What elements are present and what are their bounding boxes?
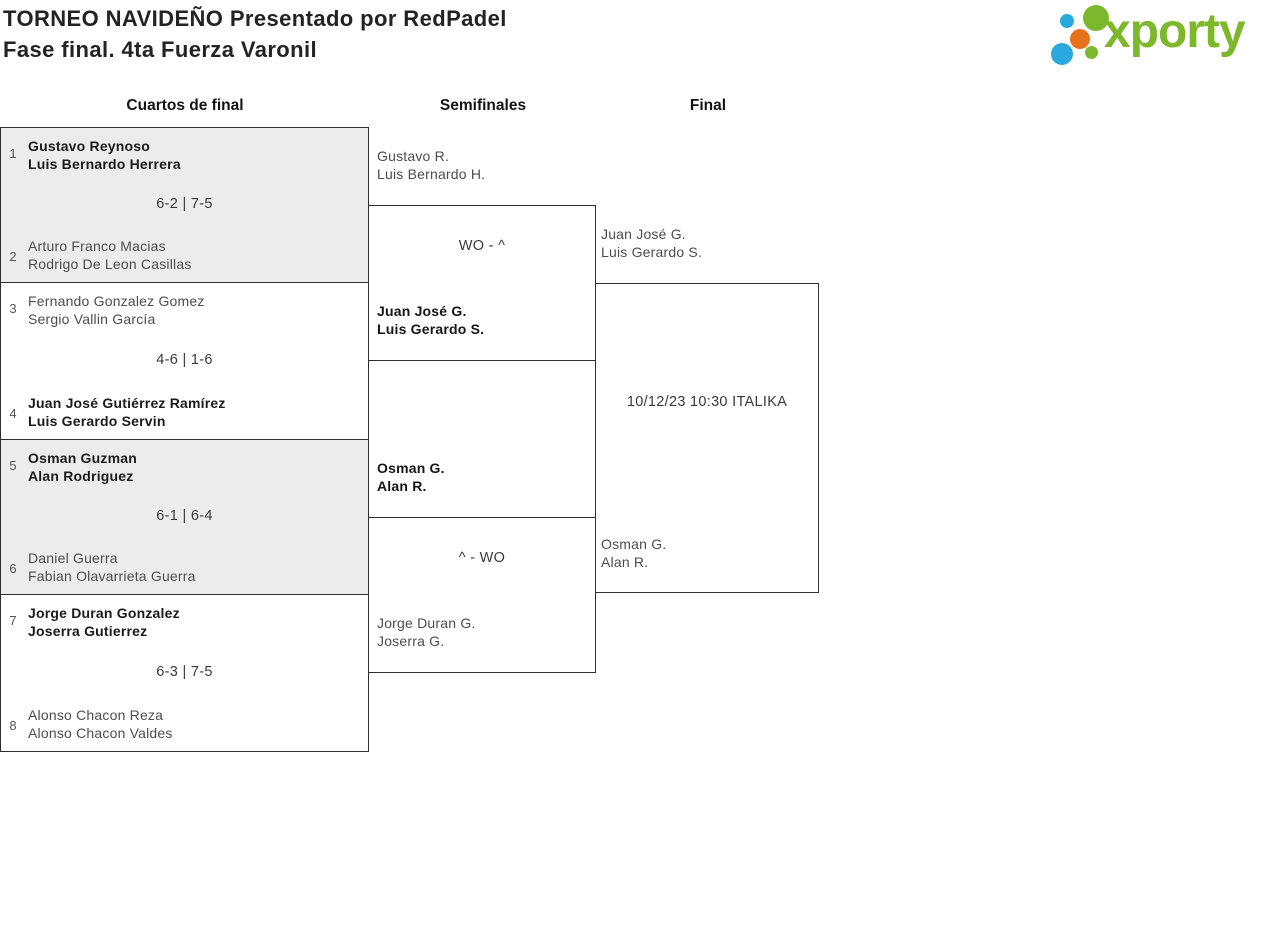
logo-dot-blue-small bbox=[1060, 14, 1074, 28]
semifinal-match-2[interactable]: ^ - WO bbox=[368, 517, 596, 673]
match-score: WO - ^ bbox=[458, 238, 506, 254]
quarterfinal-match-1[interactable]: 1 Gustavo Reynoso Luis Bernardo Herrera … bbox=[0, 127, 369, 283]
team-names: Jorge Duran Gonzalez Joserra Gutierrez bbox=[28, 604, 180, 640]
player-name: Sergio Vallin García bbox=[28, 311, 156, 327]
tournament-title: TORNEO NAVIDEÑO Presentado por RedPadel bbox=[3, 6, 507, 31]
round-header-semifinales: Semifinales bbox=[439, 97, 527, 114]
seed-number: 5 bbox=[9, 458, 17, 473]
player-name: Juan José G. bbox=[377, 303, 467, 319]
xporty-logo-text: xporty bbox=[1104, 5, 1246, 58]
seed-number: 2 bbox=[9, 249, 17, 264]
player-name: Alan Rodriguez bbox=[28, 468, 134, 484]
player-name: Jorge Duran G. bbox=[377, 615, 476, 631]
player-name: Luis Gerardo S. bbox=[601, 244, 703, 260]
seed-number: 8 bbox=[9, 718, 17, 733]
logo-dot-blue-large bbox=[1051, 43, 1073, 65]
finalist-team: Osman G. Alan R. bbox=[601, 535, 666, 571]
round-header-final: Final bbox=[689, 97, 727, 114]
player-name: Osman G. bbox=[601, 536, 667, 552]
logo-dot-green-small bbox=[1085, 46, 1098, 59]
team-names: Osman Guzman Alan Rodriguez bbox=[28, 449, 137, 485]
player-name: Fabian Olavarrieta Guerra bbox=[28, 568, 196, 584]
quarterfinal-match-2[interactable]: 3 Fernando Gonzalez Gomez Sergio Vallin … bbox=[0, 282, 369, 440]
player-name: Luis Gerardo Servin bbox=[28, 413, 166, 429]
final-match-info: 10/12/23 10:30 ITALIKA bbox=[626, 394, 788, 410]
player-name: Gustavo Reynoso bbox=[28, 138, 151, 154]
advancing-team: Osman G. Alan R. bbox=[377, 459, 445, 495]
team-names: Arturo Franco Macias Rodrigo De Leon Cas… bbox=[28, 237, 192, 273]
player-name: Juan José G. bbox=[601, 226, 686, 242]
team-names: Juan José Gutiérrez Ramírez Luis Gerardo… bbox=[28, 394, 226, 430]
match-score: 6-1 | 6-4 bbox=[156, 508, 213, 524]
player-name: Alan R. bbox=[601, 554, 649, 570]
seed-number: 1 bbox=[9, 146, 17, 161]
player-name: Joserra Gutierrez bbox=[28, 623, 148, 639]
match-score: 4-6 | 1-6 bbox=[156, 352, 213, 368]
logo-dot-green-large bbox=[1083, 5, 1109, 31]
player-name: Alonso Chacon Reza bbox=[28, 707, 164, 723]
player-name: Daniel Guerra bbox=[28, 550, 118, 566]
logo-dot-orange bbox=[1070, 29, 1090, 49]
match-score: ^ - WO bbox=[458, 550, 506, 566]
player-name: Arturo Franco Macias bbox=[28, 238, 166, 254]
team-names: Daniel Guerra Fabian Olavarrieta Guerra bbox=[28, 549, 196, 585]
team-names: Fernando Gonzalez Gomez Sergio Vallin Ga… bbox=[28, 292, 205, 328]
match-score: 6-3 | 7-5 bbox=[156, 664, 213, 680]
player-name: Gustavo R. bbox=[377, 148, 450, 164]
player-name: Alonso Chacon Valdes bbox=[28, 725, 173, 741]
seed-number: 6 bbox=[9, 561, 17, 576]
player-name: Juan José Gutiérrez Ramírez bbox=[28, 395, 226, 411]
xporty-logo[interactable] bbox=[1045, 0, 1277, 72]
advancing-team: Jorge Duran G. Joserra G. bbox=[377, 614, 476, 650]
finalist-team: Juan José G. Luis Gerardo S. bbox=[601, 225, 702, 261]
seed-number: 7 bbox=[9, 613, 17, 628]
advancing-team: Juan José G. Luis Gerardo S. bbox=[377, 302, 484, 338]
team-names: Alonso Chacon Reza Alonso Chacon Valdes bbox=[28, 706, 173, 742]
player-name: Jorge Duran Gonzalez bbox=[28, 605, 180, 621]
player-name: Rodrigo De Leon Casillas bbox=[28, 256, 192, 272]
match-score: 6-2 | 7-5 bbox=[156, 196, 213, 212]
phase-subtitle: Fase final. 4ta Fuerza Varonil bbox=[3, 37, 317, 62]
player-name: Joserra G. bbox=[377, 633, 445, 649]
player-name: Alan R. bbox=[377, 478, 427, 494]
seed-number: 3 bbox=[9, 301, 17, 316]
advancing-team: Gustavo R. Luis Bernardo H. bbox=[377, 147, 485, 183]
player-name: Luis Gerardo S. bbox=[377, 321, 485, 337]
player-name: Fernando Gonzalez Gomez bbox=[28, 293, 205, 309]
quarterfinal-match-3[interactable]: 5 Osman Guzman Alan Rodriguez 6-1 | 6-4 … bbox=[0, 439, 369, 595]
quarterfinal-match-4[interactable]: 7 Jorge Duran Gonzalez Joserra Gutierrez… bbox=[0, 594, 369, 752]
player-name: Osman G. bbox=[377, 460, 445, 476]
round-header-cuartos: Cuartos de final bbox=[126, 97, 244, 114]
player-name: Luis Bernardo H. bbox=[377, 166, 486, 182]
final-match[interactable]: 10/12/23 10:30 ITALIKA bbox=[595, 283, 819, 593]
page-title: TORNEO NAVIDEÑO Presentado por RedPadel … bbox=[3, 3, 507, 65]
seed-number: 4 bbox=[9, 406, 17, 421]
player-name: Luis Bernardo Herrera bbox=[28, 156, 181, 172]
player-name: Osman Guzman bbox=[28, 450, 137, 466]
team-names: Gustavo Reynoso Luis Bernardo Herrera bbox=[28, 137, 181, 173]
